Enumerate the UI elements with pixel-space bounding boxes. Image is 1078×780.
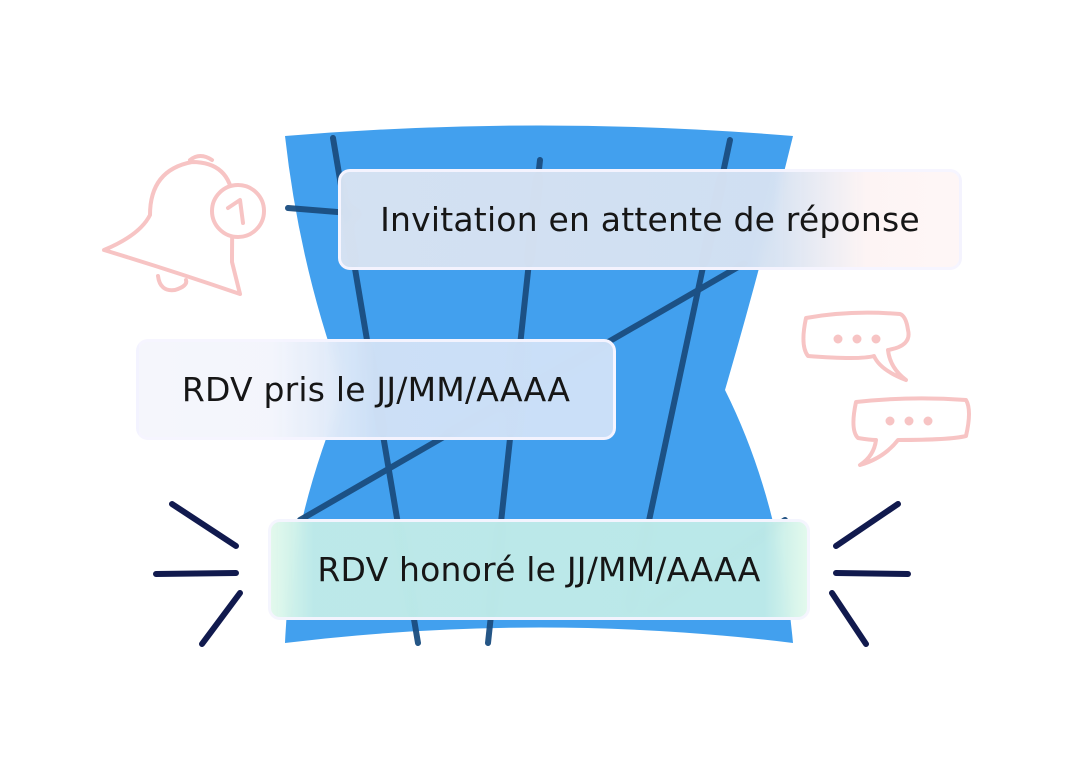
status-card-label: RDV honoré le JJ/MM/AAAA	[317, 550, 761, 589]
status-card-invitation-pending: Invitation en attente de réponse	[338, 169, 962, 270]
sparkle-lines-right-icon	[829, 501, 911, 647]
status-card-appointment-booked: RDV pris le JJ/MM/AAAA	[136, 339, 616, 440]
bell-icon	[102, 154, 266, 296]
status-card-label: RDV pris le JJ/MM/AAAA	[181, 370, 571, 409]
status-card-label: Invitation en attente de réponse	[380, 200, 920, 239]
sparkle-lines-left-icon	[153, 501, 243, 647]
chat-bubbles-icon	[801, 310, 971, 467]
status-card-appointment-honored: RDV honoré le JJ/MM/AAAA	[268, 519, 810, 620]
